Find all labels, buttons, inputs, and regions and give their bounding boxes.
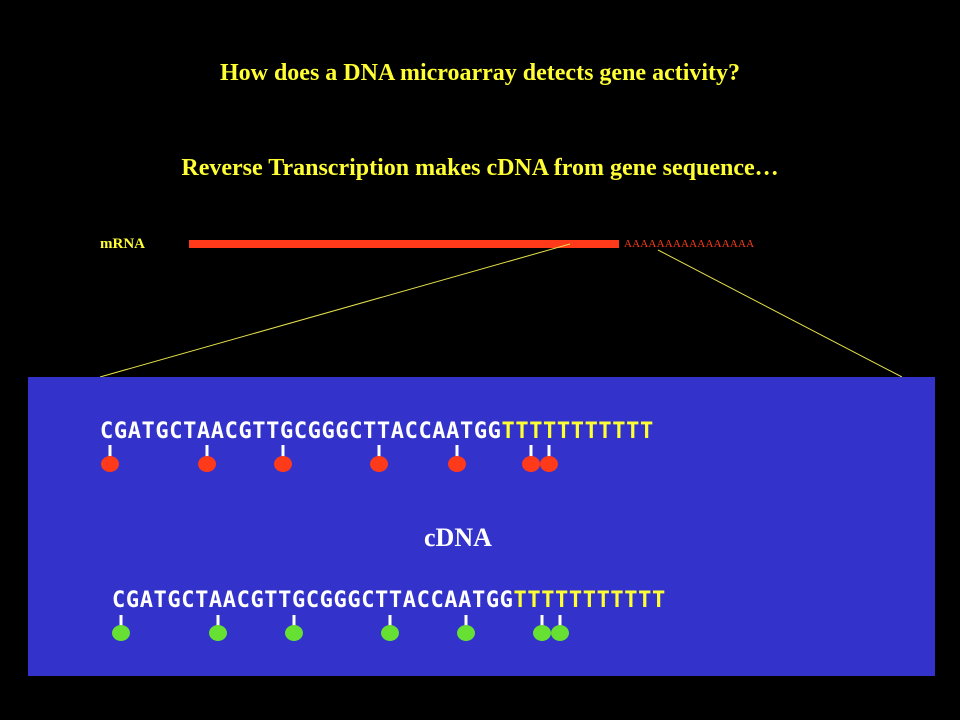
zoom-line-right (657, 249, 903, 378)
top-marker-dot-1 (101, 456, 119, 472)
bottom-strand-markers (112, 615, 569, 641)
bottom-marker-dot-5 (457, 625, 475, 641)
bottom-strand-poly-t-tail: TTTTTTTTTTT (513, 588, 666, 613)
slide-title: How does a DNA microarray detects gene a… (219, 60, 741, 86)
bottom-marker-dot-4 (381, 625, 399, 641)
bottom-strand-bases: CGATGCTAACGTTGCGGGCTTACCAATGG (112, 588, 514, 613)
top-strand-markers (101, 445, 558, 472)
bottom-marker-dot-1 (112, 625, 130, 641)
top-marker-dot-7 (540, 456, 558, 472)
cdna-label: cDNA (424, 523, 492, 552)
top-marker-dot-6 (522, 456, 540, 472)
top-marker-dot-3 (274, 456, 292, 472)
top-strand-sequence: CGATGCTAACGTTGCGGGCTTACCAATGGTTTTTTTTTTT (100, 419, 654, 444)
poly-a-tail: AAAAAAAAAAAAAAAA (624, 238, 755, 250)
top-strand-bases: CGATGCTAACGTTGCGGGCTTACCAATGG (100, 419, 502, 444)
top-marker-dot-2 (198, 456, 216, 472)
label-markers (101, 445, 569, 641)
top-marker-dot-5 (448, 456, 466, 472)
bottom-marker-dot-7 (551, 625, 569, 641)
mrna-strand-bar (189, 240, 619, 248)
slide-subtitle: Reverse Transcription makes cDNA from ge… (181, 155, 779, 181)
top-strand-poly-t-tail: TTTTTTTTTTT (501, 419, 654, 444)
bottom-marker-dot-6 (533, 625, 551, 641)
bottom-strand-sequence: CGATGCTAACGTTGCGGGCTTACCAATGGTTTTTTTTTTT (112, 588, 666, 613)
bottom-marker-dot-2 (209, 625, 227, 641)
top-marker-dot-4 (370, 456, 388, 472)
bottom-marker-dot-3 (285, 625, 303, 641)
cdna-zoom-panel: CGATGCTAACGTTGCGGGCTTACCAATGGTTTTTTTTTTT… (28, 377, 935, 676)
mrna-label: mRNA (100, 236, 145, 252)
zoom-line-left (99, 243, 571, 378)
